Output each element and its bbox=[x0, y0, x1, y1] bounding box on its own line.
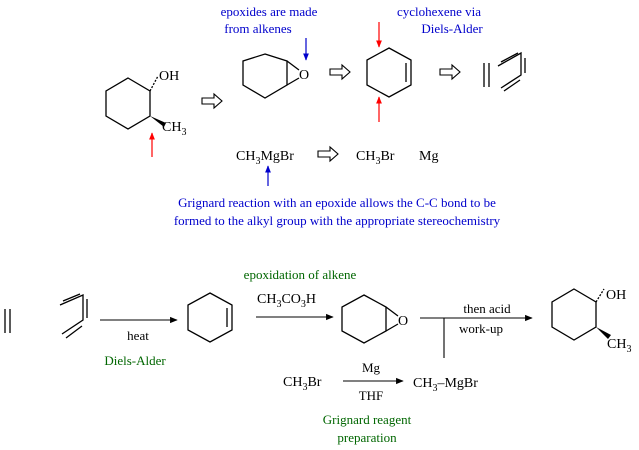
workup-label: work-up bbox=[459, 321, 503, 336]
ethylene-top bbox=[483, 63, 490, 87]
butadiene-top bbox=[497, 51, 526, 92]
mg-reagent-label: Mg bbox=[362, 360, 381, 375]
heat-label: heat bbox=[127, 328, 149, 343]
note-epoxide-line1: epoxides are made bbox=[221, 4, 318, 19]
cyclohexene bbox=[366, 47, 412, 98]
butadiene-bottom bbox=[59, 293, 88, 339]
epoxide-o-bonds bbox=[286, 60, 300, 86]
top-ch3br: CH3Br bbox=[356, 149, 395, 167]
product-hydroxyl: OH bbox=[606, 288, 626, 303]
retro-arrow-4 bbox=[317, 145, 339, 163]
epoxide-oxygen-label: O bbox=[299, 68, 309, 83]
epoxide-ring bbox=[242, 53, 288, 99]
note-cyclohexene-line2: Diels-Alder bbox=[421, 21, 483, 36]
top-ch3mgbr: CH3MgBr bbox=[236, 149, 294, 167]
grignard-note-line2: formed to the alkyl group with the appro… bbox=[174, 213, 501, 228]
then-acid-label: then acid bbox=[463, 301, 511, 316]
epoxide-cyclohexene-oxide: O bbox=[242, 53, 309, 99]
grignard-prep-line2: preparation bbox=[337, 430, 397, 445]
bottom-ch3mgbr: CH3–MgBr bbox=[413, 376, 478, 394]
oh-bond-hashed bbox=[149, 75, 159, 92]
cyclohexene-bottom bbox=[187, 292, 233, 343]
epoxidation-note: epoxidation of alkene bbox=[244, 267, 357, 282]
product-methylcyclohexanol: OH CH3 bbox=[551, 288, 631, 355]
target-methylcyclohexanol: OH CH3 bbox=[105, 69, 186, 157]
grignard-note-line1: Grignard reaction with an epoxide allows… bbox=[178, 195, 496, 210]
methyl-wedge bbox=[150, 116, 166, 127]
epoxide-bottom-oxygen: O bbox=[398, 314, 408, 329]
grignard-prep-line1: Grignard reagent bbox=[323, 412, 412, 427]
ethylene-bottom bbox=[4, 309, 11, 333]
diels-alder-label: Diels-Alder bbox=[104, 353, 166, 368]
methyl-label: CH3 bbox=[162, 120, 186, 138]
cyclohexene-ring bbox=[366, 47, 412, 98]
top-mg: Mg bbox=[419, 149, 438, 164]
retro-arrow-3 bbox=[439, 63, 461, 81]
peracid-label: CH3CO3H bbox=[257, 292, 316, 310]
retro-arrow-2 bbox=[329, 63, 351, 81]
cyclohexane-ring bbox=[105, 77, 151, 130]
thf-label: THF bbox=[359, 388, 384, 403]
note-cyclohexene-line1: cyclohexene via bbox=[397, 4, 481, 19]
hydroxyl-label: OH bbox=[159, 69, 179, 84]
retro-arrow bbox=[201, 92, 223, 110]
epoxide-bottom: O bbox=[341, 294, 408, 344]
note-epoxide-line2: from alkenes bbox=[224, 21, 292, 36]
bottom-ch3br: CH3Br bbox=[283, 375, 322, 393]
product-methyl: CH3 bbox=[607, 337, 631, 355]
